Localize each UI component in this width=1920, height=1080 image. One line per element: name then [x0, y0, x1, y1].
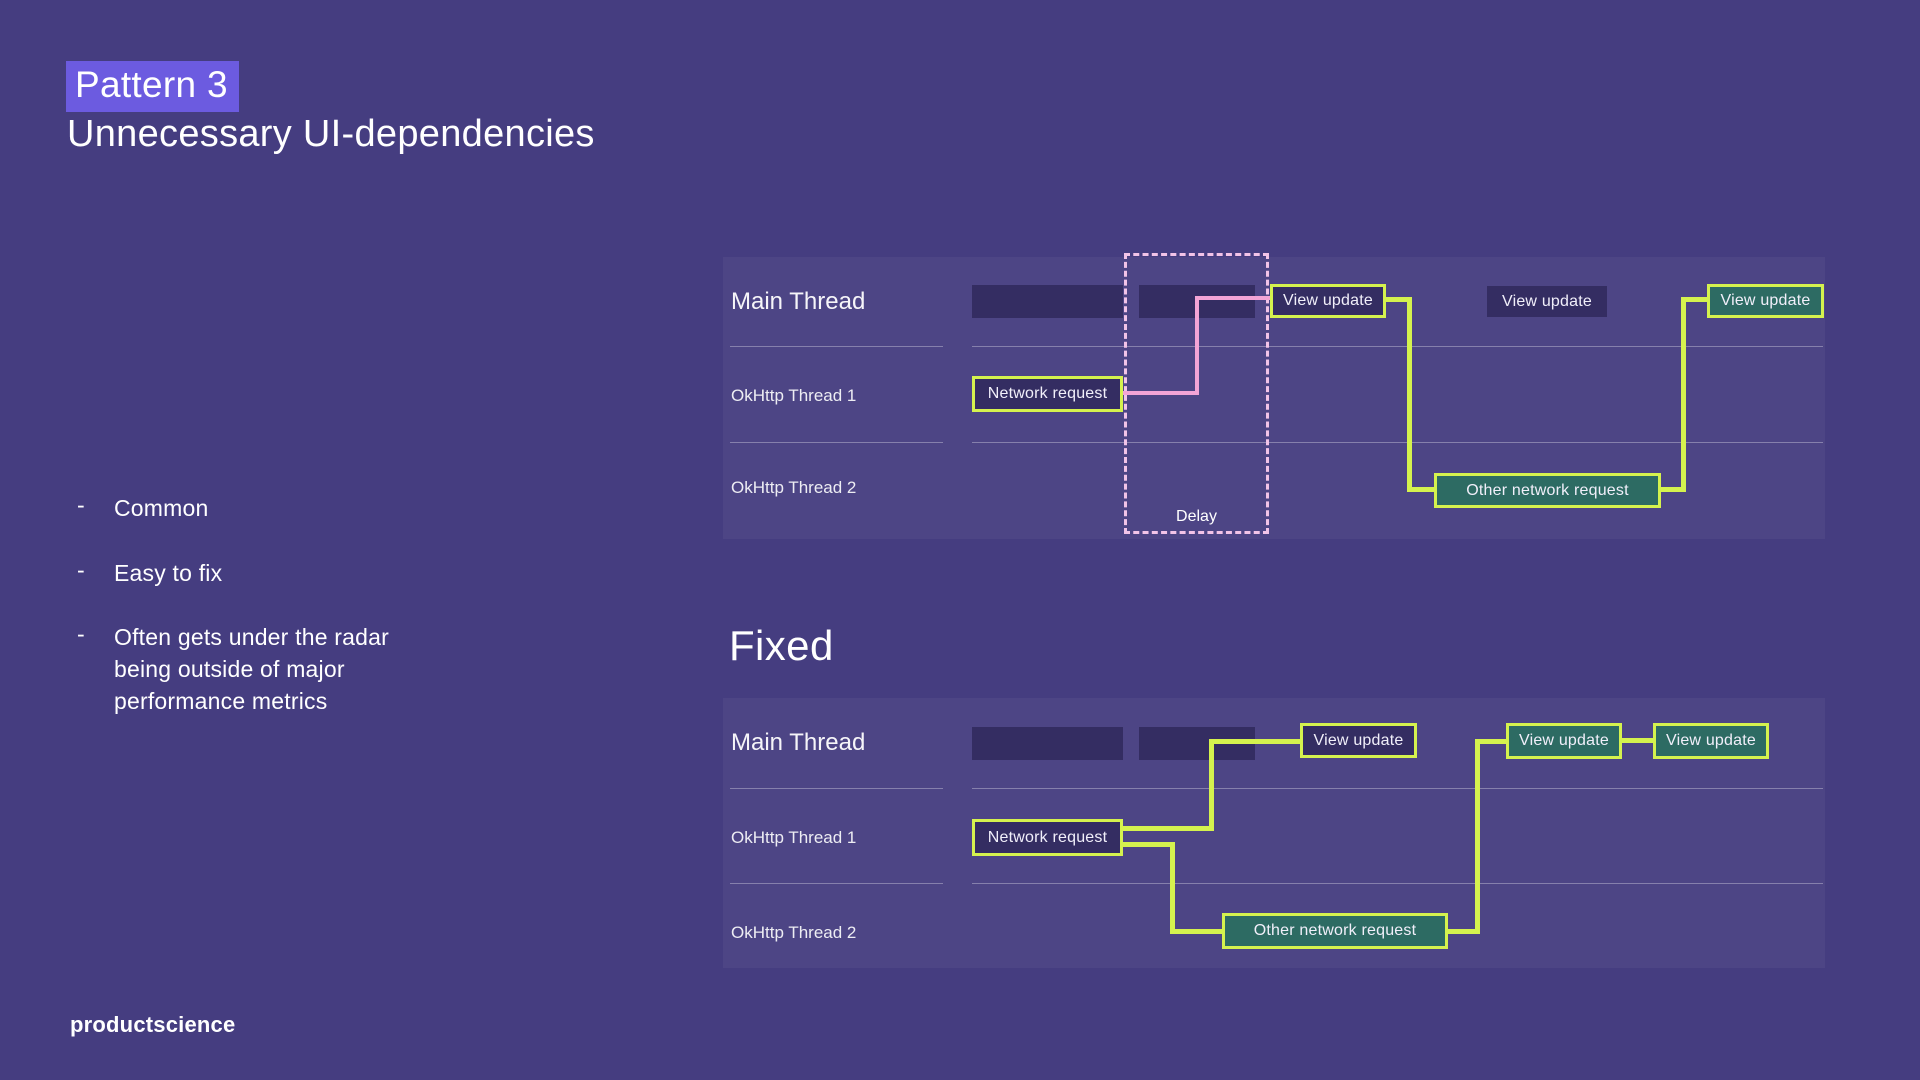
pink-connector-segment — [1121, 391, 1199, 395]
green-connector-segment — [1681, 297, 1686, 492]
bullet-item: - Common — [77, 492, 209, 524]
other-network-request-box: Other network request — [1434, 473, 1661, 508]
bullet-dash: - — [77, 557, 85, 583]
green-connector-segment — [1620, 738, 1655, 743]
view-update-box: View update — [1487, 286, 1607, 317]
bullet-dash: - — [77, 621, 85, 647]
green-connector-segment — [1475, 739, 1506, 744]
row-label-main-thread: Main Thread — [731, 288, 866, 315]
pink-connector-segment — [1195, 296, 1270, 300]
green-connector-segment — [1407, 487, 1434, 492]
green-connector-segment — [1170, 929, 1222, 934]
row-divider — [730, 788, 943, 789]
row-label-okhttp-thread-2: OkHttp Thread 2 — [731, 478, 857, 497]
green-connector-segment — [1170, 842, 1175, 934]
network-request-box: Network request — [972, 819, 1123, 856]
row-divider — [730, 883, 943, 884]
page-title: Unnecessary UI-dependencies — [67, 113, 595, 155]
view-update-box: View update — [1270, 284, 1386, 318]
row-label-main-thread: Main Thread — [731, 729, 866, 756]
bullet-text: Often gets under the radar being outside… — [114, 624, 389, 714]
bullet-item: - Easy to fix — [77, 557, 222, 589]
row-divider — [730, 346, 943, 347]
row-label-okhttp-thread-2: OkHttp Thread 2 — [731, 923, 857, 942]
pink-connector-segment — [1195, 296, 1199, 395]
row-divider — [972, 788, 1823, 789]
productscience-logo: productscience — [70, 1012, 236, 1037]
green-connector-segment — [1209, 739, 1214, 831]
row-divider — [730, 442, 943, 443]
row-divider — [972, 346, 1823, 347]
bullet-item: - Often gets under the radar being outsi… — [77, 621, 497, 717]
green-connector-segment — [1475, 739, 1480, 934]
row-divider — [972, 442, 1823, 443]
title-highlight: Pattern 3 — [66, 61, 239, 112]
view-update-box: View update — [1653, 723, 1769, 759]
main-thread-work-block — [972, 285, 1123, 318]
view-update-box: View update — [1707, 284, 1824, 318]
view-update-box: View update — [1506, 723, 1622, 759]
view-update-box: View update — [1300, 723, 1417, 758]
network-request-box: Network request — [972, 376, 1123, 412]
green-connector-segment — [1121, 826, 1214, 831]
green-connector-segment — [1659, 487, 1686, 492]
green-connector-segment — [1121, 842, 1175, 847]
other-network-request-box: Other network request — [1222, 913, 1448, 949]
green-connector-segment — [1446, 929, 1480, 934]
bullet-dash: - — [77, 492, 85, 518]
bullet-text: Common — [114, 495, 209, 521]
row-label-okhttp-thread-1: OkHttp Thread 1 — [731, 828, 857, 847]
green-connector-segment — [1407, 297, 1412, 490]
main-thread-work-block — [972, 727, 1123, 760]
row-divider — [972, 883, 1823, 884]
green-connector-segment — [1384, 297, 1412, 302]
green-connector-segment — [1681, 297, 1708, 302]
fixed-heading: Fixed — [729, 622, 834, 669]
delay-label: Delay — [1176, 508, 1217, 525]
bullet-text: Easy to fix — [114, 560, 223, 586]
green-connector-segment — [1209, 739, 1300, 744]
row-label-okhttp-thread-1: OkHttp Thread 1 — [731, 386, 857, 405]
